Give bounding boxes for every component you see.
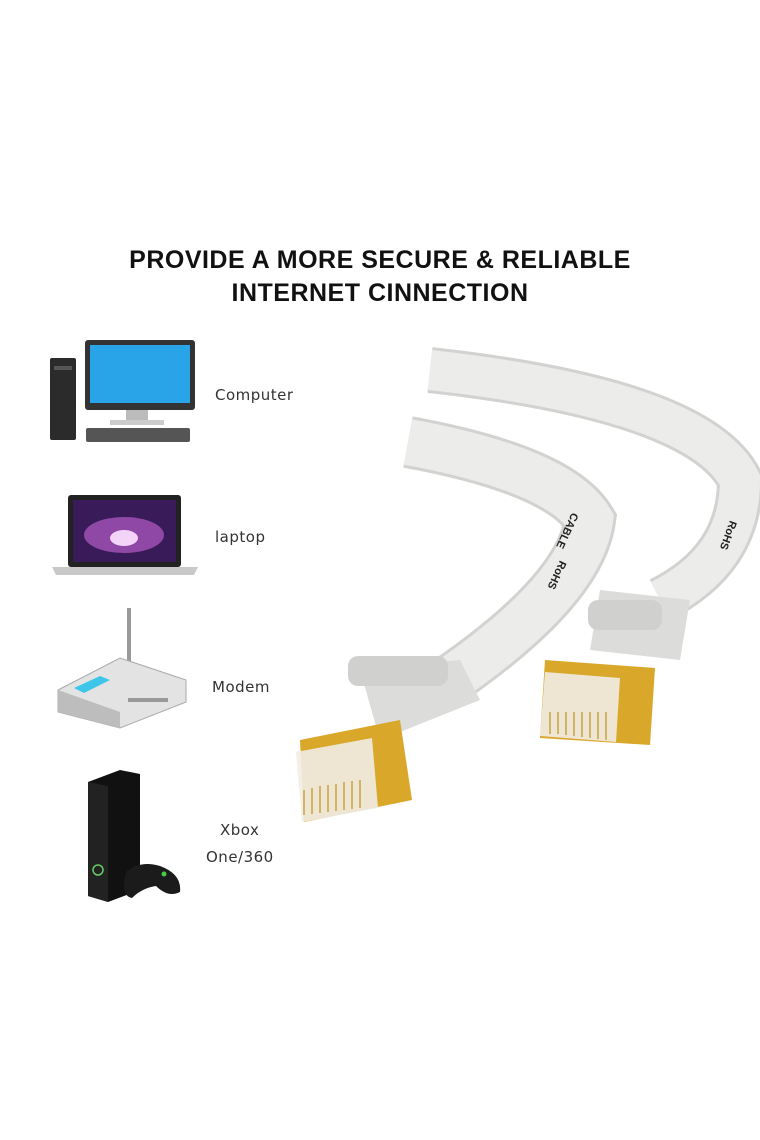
device-label-xbox-line2: One/360 — [206, 848, 274, 866]
device-label-computer: Computer — [215, 386, 294, 404]
laptop-icon — [52, 495, 198, 575]
rj45-connector-left — [296, 656, 480, 822]
rj45-connector-right — [540, 590, 690, 745]
device-label-modem: Modem — [212, 678, 270, 696]
headline-line-2: INTERNET CINNECTION — [231, 279, 529, 307]
device-label-laptop: laptop — [215, 528, 266, 546]
modem-router-icon — [57, 608, 187, 729]
device-label-xbox-line1: Xbox — [220, 821, 260, 839]
ethernet-cable: CABLE RoHS RoHS — [403, 347, 760, 702]
game-console-icon — [88, 770, 181, 902]
headline-line-1: PROVIDE A MORE SECURE & RELIABLE — [129, 246, 631, 274]
desktop-computer-icon — [50, 340, 195, 442]
